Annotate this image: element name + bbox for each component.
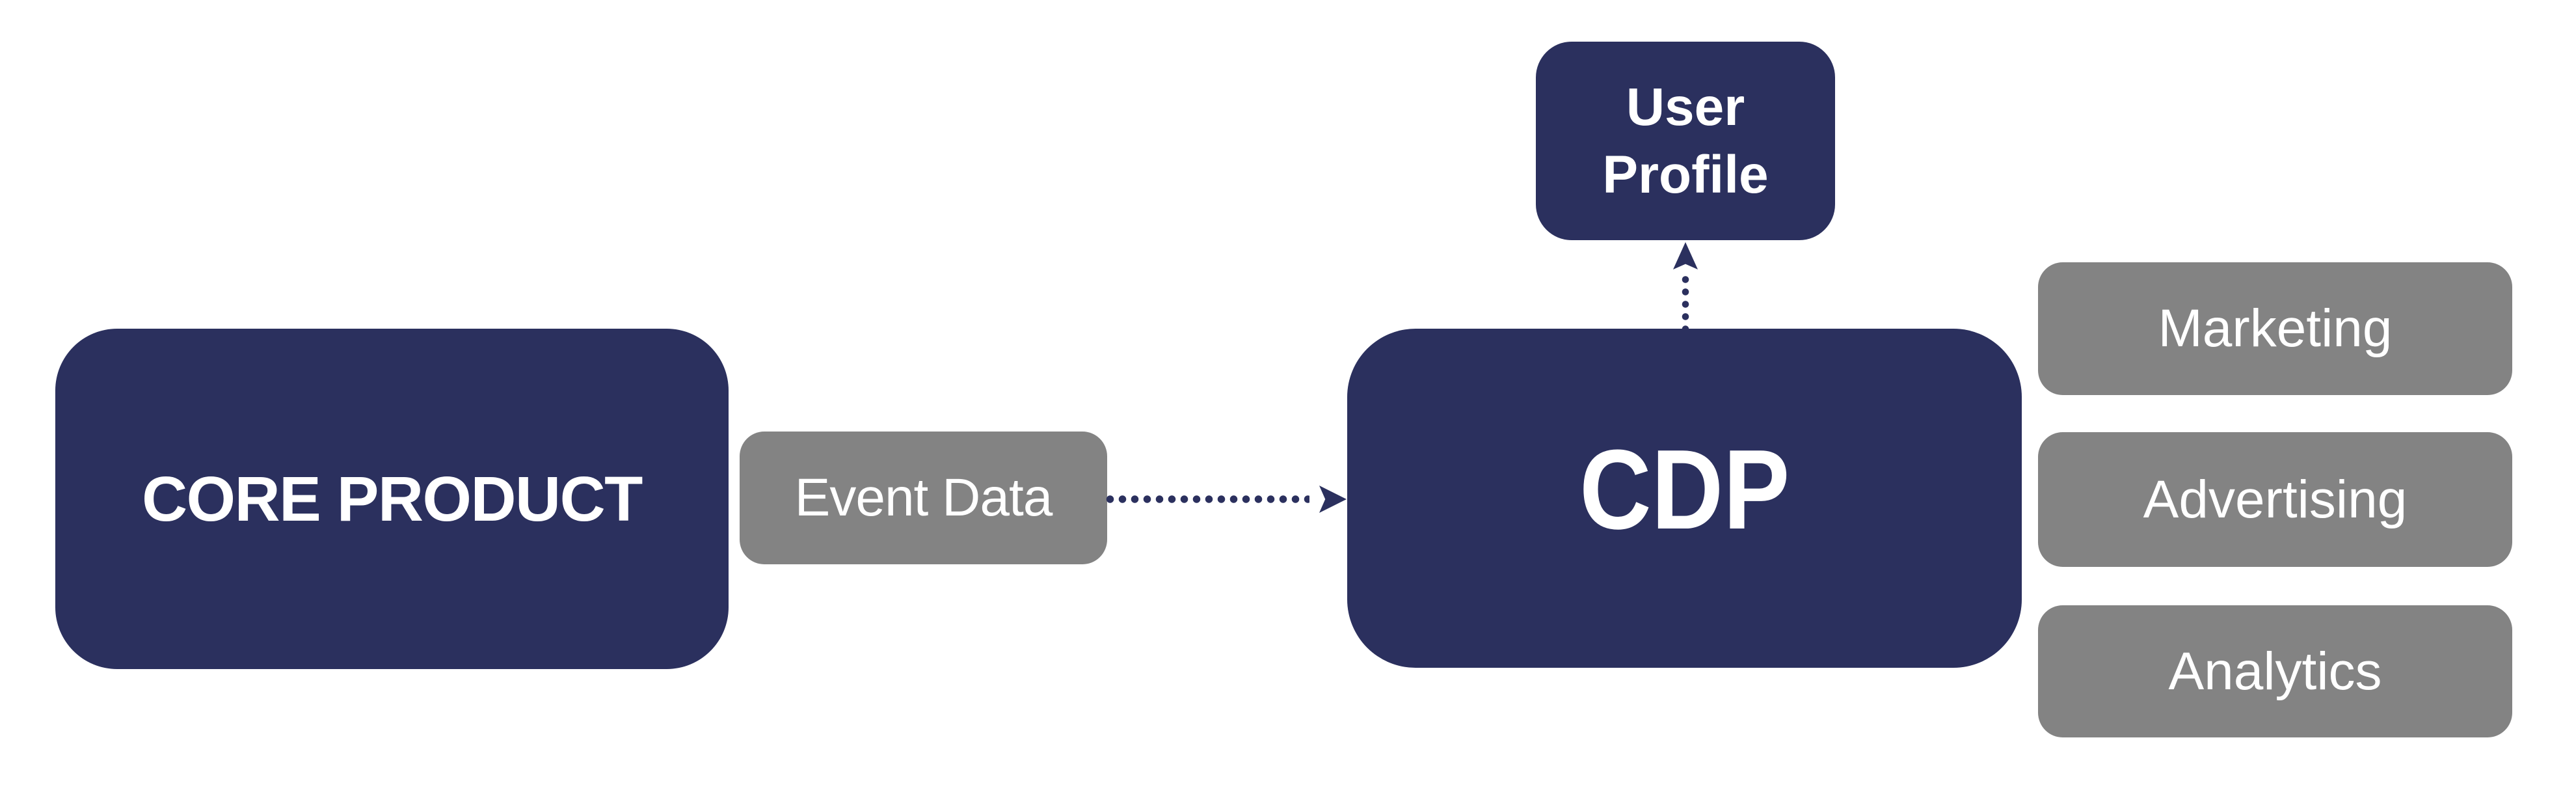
dotted-line-event-to-cdp [1104,494,1309,504]
event-data-label: Event Data [794,468,1053,527]
node-user-profile: User Profile [1536,42,1835,240]
arrowhead-up-icon [1673,242,1698,269]
cdp-label: CDP [1579,426,1790,553]
analytics-label: Analytics [2168,641,2382,701]
advertising-label: Advertising [2143,469,2408,529]
node-event-data: Event Data [740,432,1107,564]
node-marketing: Marketing [2038,262,2512,395]
node-advertising: Advertising [2038,432,2512,567]
node-cdp: CDP [1347,329,2022,668]
user-profile-label: User Profile [1602,74,1768,209]
marketing-label: Marketing [2158,299,2393,358]
node-analytics: Analytics [2038,605,2512,737]
arrowhead-right-icon [1319,486,1347,513]
user-profile-label-line2: Profile [1602,144,1769,204]
user-profile-label-line1: User [1626,77,1745,137]
dotted-line-cdp-to-user-profile [1680,273,1691,335]
node-core-product: CORE PRODUCT [55,329,729,669]
core-product-label: CORE PRODUCT [142,463,643,534]
